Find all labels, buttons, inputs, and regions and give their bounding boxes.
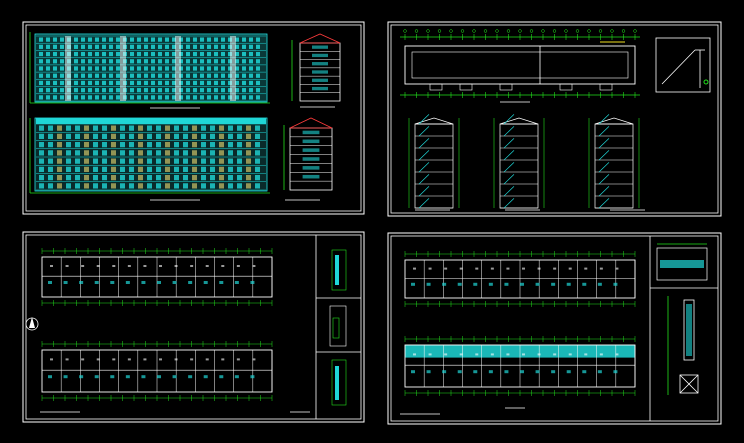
- plans-and-details-sheet: [387, 232, 722, 425]
- elevations-sheet: [22, 21, 365, 215]
- front-elevation-top: [29, 32, 270, 109]
- roof-plan: [400, 29, 640, 103]
- stair-detail: [656, 243, 708, 281]
- wall-details: [329, 249, 347, 406]
- column-detail: [667, 296, 699, 395]
- roof-detail: [655, 37, 711, 93]
- side-elevation-bottom: [283, 117, 333, 201]
- upper-floor-plan: [41, 248, 273, 306]
- lower-floor-plan: [41, 341, 273, 401]
- side-elevation-top: [291, 33, 341, 108]
- north-arrow: [25, 317, 39, 331]
- roof-and-sections-sheet: [387, 21, 722, 217]
- rear-elevation-bottom: [29, 117, 270, 201]
- typical-floor-plan: [404, 336, 636, 396]
- floor-plans-sheet: [22, 231, 365, 423]
- ground-floor-plan: [404, 251, 636, 307]
- building-sections: [408, 114, 645, 211]
